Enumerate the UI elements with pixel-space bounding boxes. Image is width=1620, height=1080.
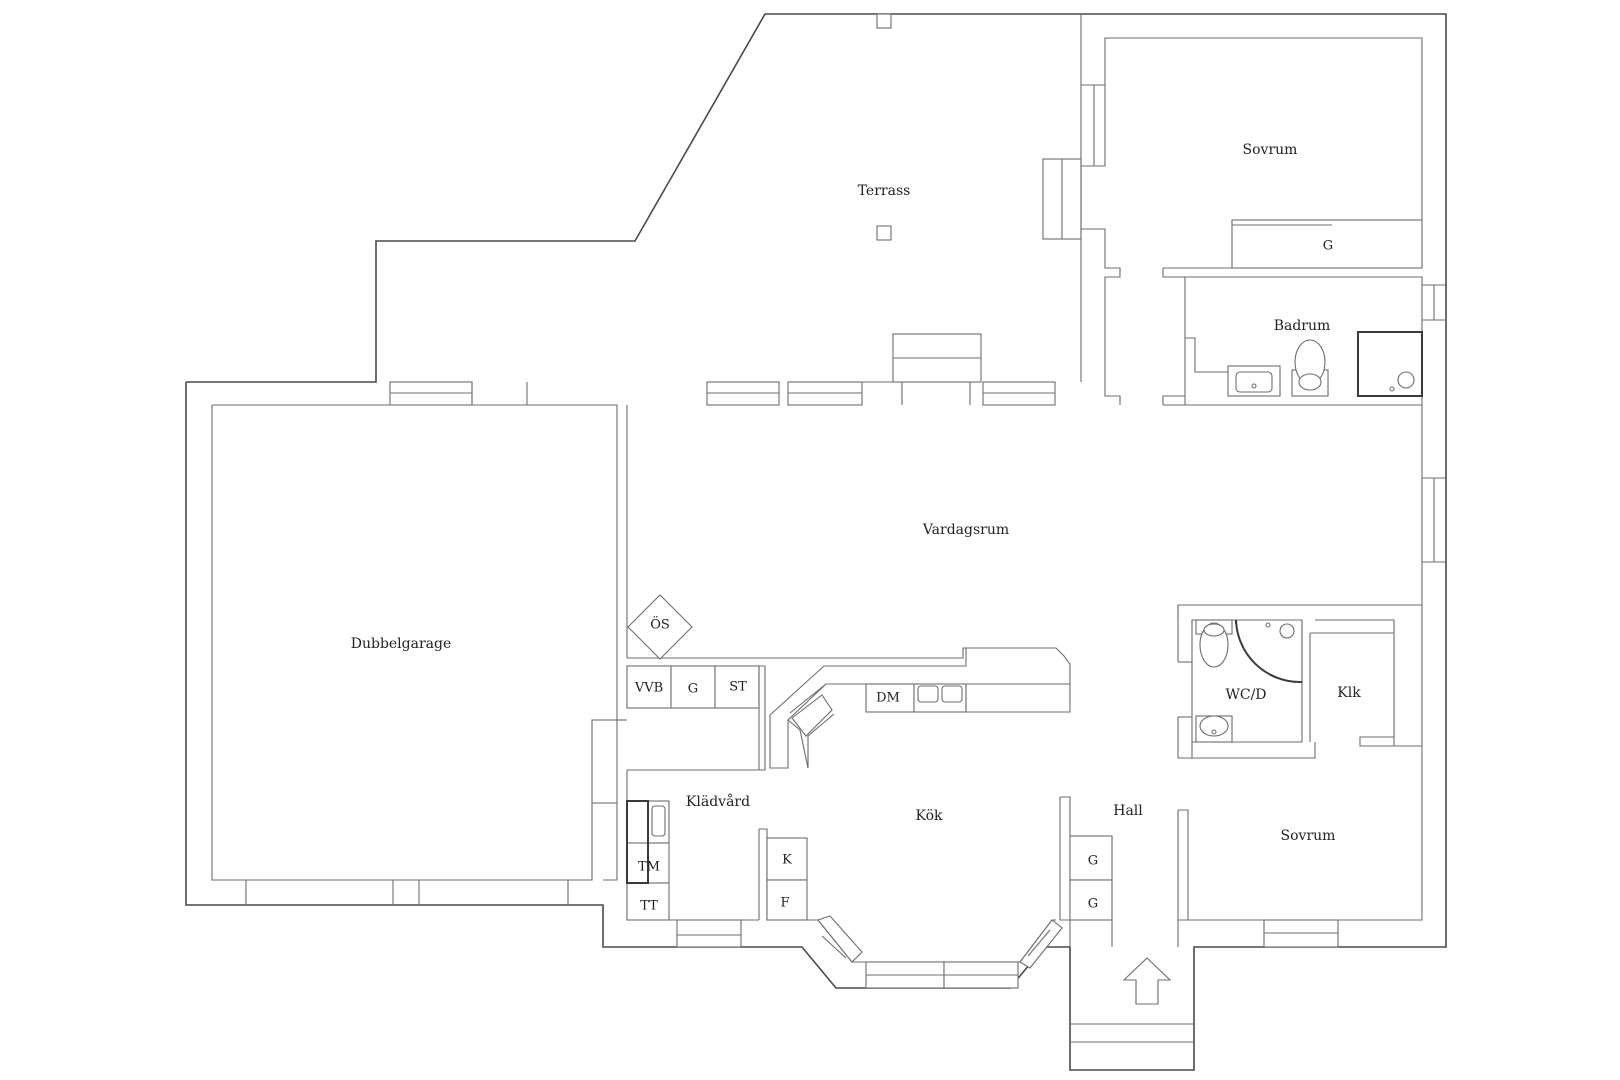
wardrobe-bedroom-top [1231, 219, 1423, 269]
kitchen-appliances [766, 837, 1063, 989]
room-label-sovrum-bottom: Sovrum [1281, 828, 1336, 844]
shower-door-arc [1235, 619, 1301, 683]
fixture-label-dm: DM [876, 691, 900, 706]
entrance-arrow-icon [1122, 957, 1172, 1005]
wc-sink [1195, 715, 1233, 743]
hall [1059, 796, 1194, 1043]
garage-side-window [591, 719, 618, 804]
kitchen-counter [617, 647, 1071, 771]
living-room-walls [626, 405, 1446, 662]
outer-walls [185, 13, 1447, 1071]
room-label-kok: Kök [916, 808, 944, 824]
room-labels: Terrass Sovrum Badrum Vardagsrum Dubbelg… [351, 142, 1361, 844]
fireplace-os [627, 594, 693, 660]
fixture-label-g-sovrum: G [1323, 239, 1333, 254]
wc-and-closet [1177, 605, 1423, 759]
bathroom-toilet [1291, 339, 1329, 397]
fixture-label-g-kladvard: G [688, 682, 698, 697]
laundry [603, 770, 768, 948]
room-label-wcd: WC/D [1225, 687, 1266, 703]
fixture-labels: G ÖS VVB G ST DM TM TT K F G G [634, 239, 1333, 914]
fixture-label-k: K [782, 853, 792, 868]
fixture-label-f: F [780, 896, 789, 911]
fixture-label-vvb: VVB [634, 681, 663, 696]
room-label-hall: Hall [1113, 803, 1143, 819]
room-label-sovrum-top: Sovrum [1243, 142, 1298, 158]
fixture-label-st: ST [729, 680, 747, 695]
room-label-kladvard: Klädvård [686, 793, 750, 810]
fixture-label-os: ÖS [650, 616, 670, 633]
bedroom-bottom-walls [1177, 746, 1423, 948]
north-windows [389, 381, 1056, 406]
room-label-vardagsrum: Vardagsrum [922, 522, 1009, 538]
room-label-terrass: Terrass [858, 183, 911, 199]
room-label-klk: Klk [1337, 685, 1361, 701]
garage-walls [211, 404, 618, 905]
room-label-badrum: Badrum [1274, 318, 1331, 334]
bay-window [817, 915, 1063, 989]
terrace-details [876, 13, 1082, 383]
room-label-dubbelgarage: Dubbelgarage [351, 636, 452, 652]
fixture-label-tm: TM [638, 860, 660, 875]
fixture-label-tt: TT [640, 899, 658, 914]
bathroom-fixtures [1162, 284, 1446, 406]
wc-toilet [1195, 619, 1233, 668]
fixture-label-g-hall-2: G [1088, 897, 1098, 912]
shower [1357, 331, 1423, 397]
fixture-label-g-hall-1: G [1088, 854, 1098, 869]
